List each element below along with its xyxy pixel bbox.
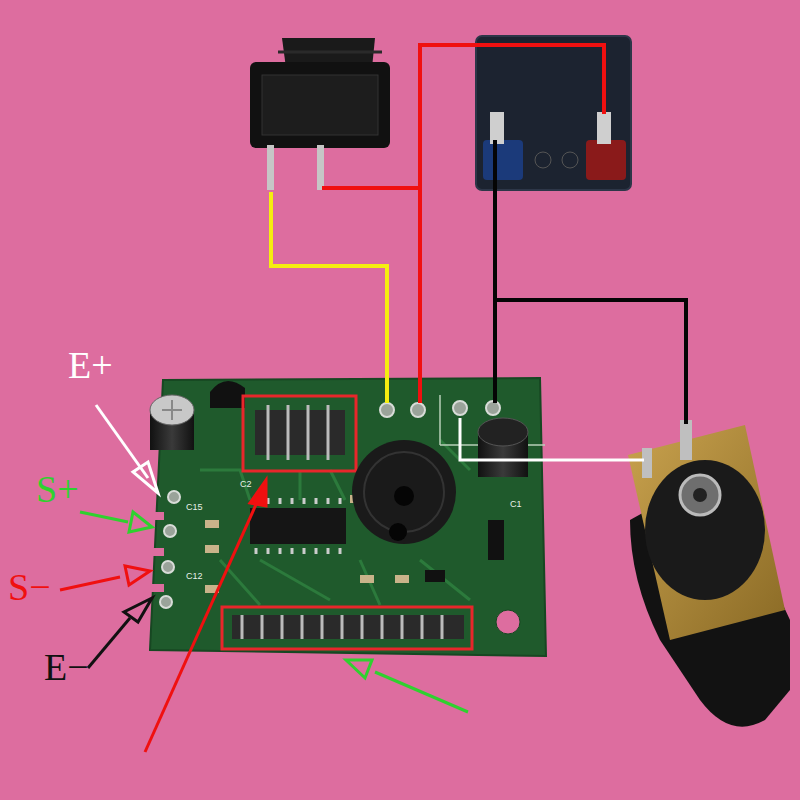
header-pins — [243, 396, 356, 471]
buzzer — [352, 440, 456, 544]
silkscreen-label: C15 — [186, 503, 203, 512]
solder-pads — [160, 401, 500, 608]
battery — [476, 36, 631, 190]
transistor — [210, 381, 245, 408]
signal-label: S+ — [36, 470, 79, 508]
wires — [271, 45, 686, 460]
leader-arrows — [60, 405, 468, 752]
pin-strip — [222, 607, 472, 649]
silkscreen-label: C2 — [240, 480, 252, 489]
signal-label: E− — [44, 648, 89, 686]
dc-jack — [628, 420, 790, 727]
silkscreen-label: C12 — [186, 572, 203, 581]
rocker-switch — [250, 38, 390, 190]
signal-label: E+ — [68, 346, 113, 384]
smd-parts — [205, 495, 504, 593]
silkscreen-label: C1 — [510, 500, 522, 509]
electrolytic-capacitor — [150, 395, 194, 450]
signal-label: S− — [8, 568, 51, 606]
electrolytic-capacitor — [478, 418, 528, 477]
